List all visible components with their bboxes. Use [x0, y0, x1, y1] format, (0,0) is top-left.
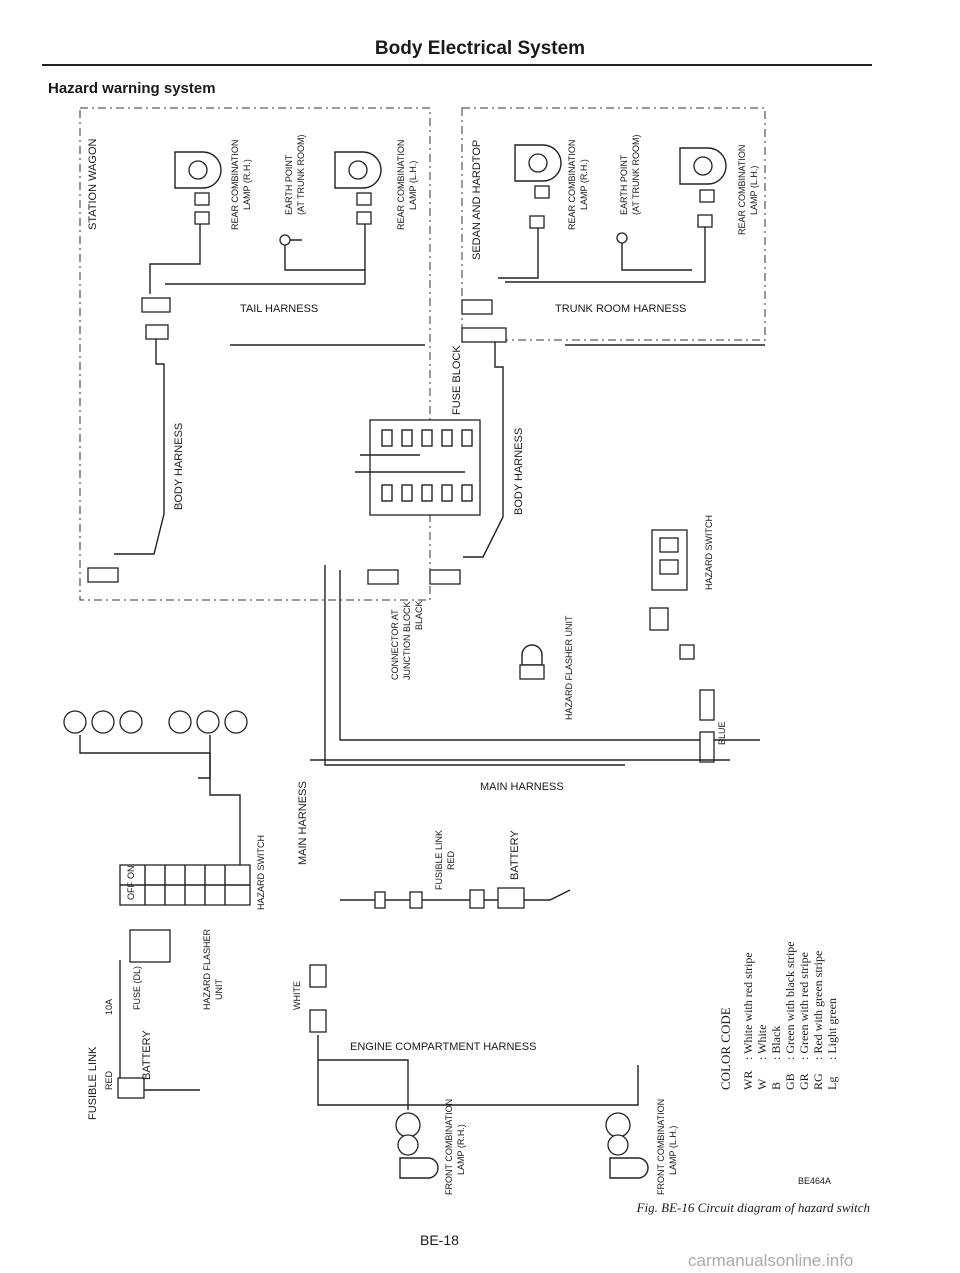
figure-code: BE464A — [798, 1176, 832, 1186]
hazard-switch-right: HAZARD SWITCH BLUE — [649, 515, 727, 763]
engine-connector-b — [309, 1009, 327, 1033]
front-comb-lh-label: FRONT COMBINATION — [656, 1099, 666, 1195]
battery-left: 10A FUSE (DL) FUSIBLE LINK RED BATTERY — [87, 960, 200, 1120]
hazard-flasher-right: HAZARD FLASHER UNIT — [519, 615, 574, 720]
color-code-desc: : White — [755, 1025, 769, 1060]
rear-comb-rh-label: REAR COMBINATION — [230, 140, 240, 230]
hazard-flasher-left-label2: UNIT — [214, 979, 224, 1000]
fuse-10a-label: 10A — [104, 999, 114, 1015]
section-title: Hazard warning system — [48, 80, 216, 97]
battery-center: FUSIBLE LINK RED BATTERY — [340, 830, 571, 909]
fusible-link-label: FUSIBLE LINK — [434, 830, 444, 890]
front-comb-rh-label2: LAMP (R.H.) — [456, 1124, 466, 1175]
hazard-flasher-unit-label: HAZARD FLASHER UNIT — [564, 615, 574, 720]
front-comb-lh-label2: LAMP (L.H.) — [668, 1126, 678, 1175]
fuse-block-label: FUSE BLOCK — [451, 345, 463, 415]
front-lamp-lh: FRONT COMBINATION LAMP (L.H.) — [605, 1099, 678, 1195]
rear-comb-rh-right-label: REAR COMBINATION — [567, 140, 577, 230]
fusible-red-left-label: RED — [104, 1070, 114, 1090]
earth-point-label: EARTH POINT — [284, 154, 294, 215]
body-harness-right-label: BODY HARNESS — [513, 428, 525, 515]
connector-jb-label2: JUNCTION BLOCK — [402, 601, 412, 680]
body-harness-left-label: BODY HARNESS — [173, 423, 185, 510]
hazard-flasher-left-label: HAZARD FLASHER — [202, 928, 212, 1010]
color-code-key: W — [755, 1078, 769, 1090]
sedan-panel: SEDAN AND HARDTOP — [461, 107, 766, 341]
station-wagon-label: STATION WAGON — [87, 138, 99, 230]
station-wagon-panel: STATION WAGON — [79, 107, 431, 601]
fusible-link-left-label: FUSIBLE LINK — [87, 1046, 99, 1120]
fusible-red-label: RED — [446, 850, 456, 870]
color-code-key: RG — [811, 1073, 825, 1090]
engine-connector-a — [309, 964, 327, 988]
figure-caption: Fig. BE-16 Circuit diagram of hazard swi… — [636, 1200, 870, 1215]
rear-comb-lh-label: REAR COMBINATION — [396, 140, 406, 230]
trunk-connector — [461, 299, 493, 315]
header-rule — [42, 64, 872, 66]
color-code-desc: : Green with black stripe — [783, 941, 797, 1060]
color-code-desc: : Black — [769, 1026, 783, 1060]
rear-comb-rh-label2: LAMP (R.H.) — [242, 159, 252, 210]
rear-comb-lh-right-label: REAR COMBINATION — [737, 145, 747, 235]
earth-point-left: EARTH POINT (AT TRUNK ROOM) — [279, 134, 365, 271]
rear-lamp-lh-left: REAR COMBINATION LAMP (L.H.) — [165, 140, 418, 285]
front-comb-rh-label: FRONT COMBINATION — [444, 1099, 454, 1195]
color-code-title: COLOR CODE — [718, 1007, 733, 1090]
trunk-room-harness-label: TRUNK ROOM HARNESS — [555, 303, 686, 315]
main-harness-label: MAIN HARNESS — [480, 781, 564, 793]
rear-lamp-lh-right: REAR COMBINATION LAMP (L.H.) — [505, 145, 759, 283]
hazard-switch-left-label: HAZARD SWITCH — [256, 835, 266, 910]
fuse-block: FUSE BLOCK — [355, 345, 481, 516]
sedan-label: SEDAN AND HARDTOP — [471, 140, 483, 260]
tail-harness-label: TAIL HARNESS — [240, 303, 318, 315]
color-code-key: WR — [741, 1071, 755, 1090]
blue-label: BLUE — [717, 721, 727, 745]
color-code-key: GB — [783, 1073, 797, 1090]
hazard-switch-left: OFF ON HAZARD SWITCH HAZARD FLASHER UNIT — [119, 835, 266, 1010]
color-code-desc: : White with red stripe — [741, 952, 755, 1060]
earth-point-label2: (AT TRUNK ROOM) — [296, 134, 306, 215]
white-label: WHITE — [292, 981, 302, 1010]
switch-on-label: ON — [126, 866, 136, 880]
color-code-key: Lg — [825, 1077, 839, 1090]
color-code-key: GR — [797, 1073, 811, 1090]
hazard-switch-label: HAZARD SWITCH — [704, 515, 714, 590]
rear-lamp-rh-left: REAR COMBINATION LAMP (R.H.) — [149, 140, 252, 294]
battery-left-label: BATTERY — [141, 1030, 153, 1080]
main-harness-left-label: MAIN HARNESS — [297, 781, 309, 865]
earth-point-right-label: EARTH POINT — [619, 154, 629, 215]
rear-lamp-rh-right: REAR COMBINATION LAMP (R.H.) EARTH POINT… — [498, 134, 692, 279]
color-code-desc: : Light green — [825, 998, 839, 1060]
rear-comb-rh-right-label2: LAMP (R.H.) — [579, 159, 589, 210]
connector-black-label: BLACK — [414, 600, 424, 630]
color-code-key: B — [769, 1082, 783, 1090]
rear-comb-lh-right-label2: LAMP (L.H.) — [749, 166, 759, 215]
battery-center-label: BATTERY — [509, 830, 521, 880]
page-header: Body Electrical System — [374, 38, 586, 59]
junction-connector-a — [367, 569, 399, 585]
watermark: carmanualsonline.info — [688, 1251, 854, 1270]
switch-off-label: OFF — [126, 882, 136, 900]
engine-harness-label: ENGINE COMPARTMENT HARNESS — [350, 1041, 536, 1053]
body-connector-left — [87, 567, 119, 583]
junction-connector-b — [429, 569, 461, 585]
tail-connector-2 — [145, 324, 169, 340]
trunk-connector-2 — [461, 327, 507, 343]
color-code-desc: : Red with green stripe — [811, 951, 825, 1060]
fuse-dl-label: FUSE (DL) — [132, 966, 142, 1010]
earth-point-right-label2: (AT TRUNK ROOM) — [631, 134, 641, 215]
indicator-lamps — [63, 710, 248, 865]
tail-connector — [141, 297, 171, 313]
page-number: BE-18 — [420, 1232, 459, 1248]
rear-comb-lh-label2: LAMP (L.H.) — [408, 161, 418, 210]
color-code-desc: : Green with red stripe — [797, 952, 811, 1060]
front-lamp-rh: FRONT COMBINATION LAMP (R.H.) — [395, 1099, 466, 1195]
connector-jb-label: CONNECTOR AT — [390, 609, 400, 680]
